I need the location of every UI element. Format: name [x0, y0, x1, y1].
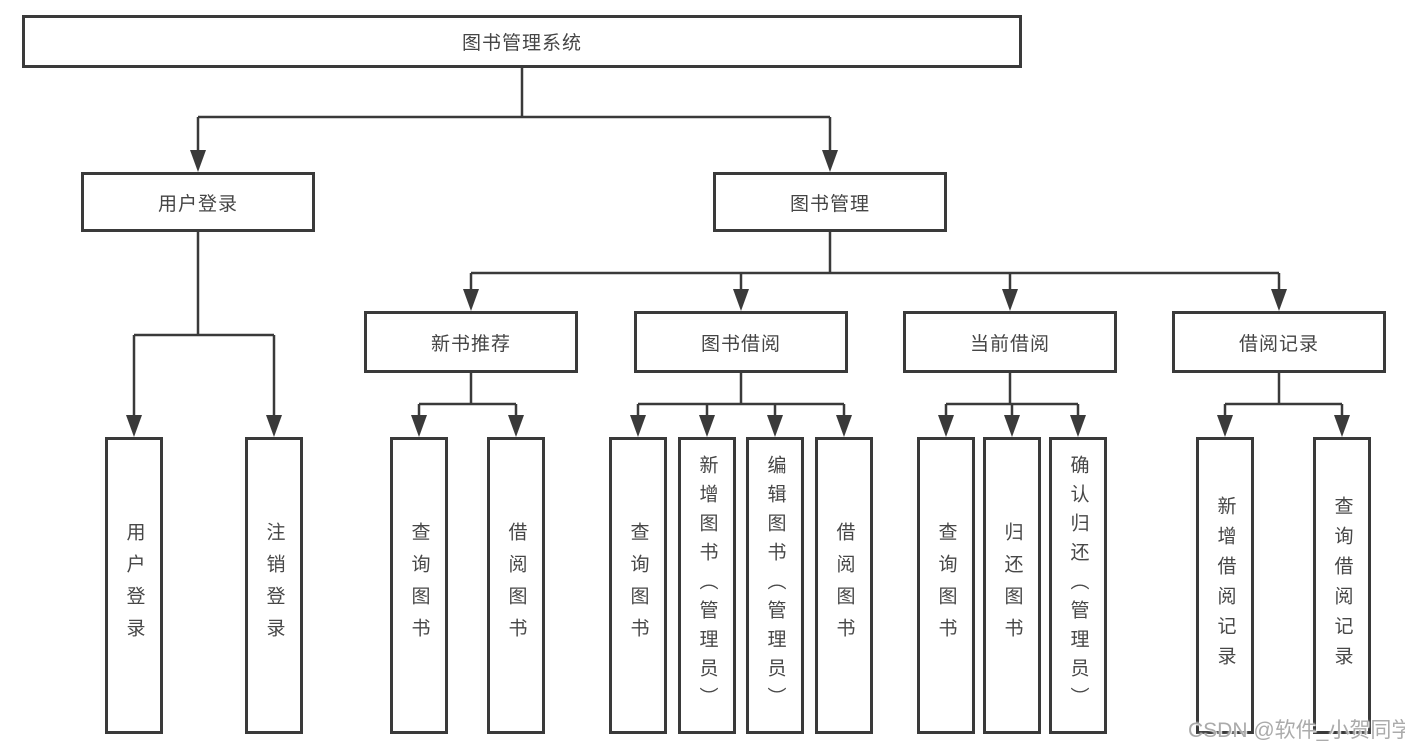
node-label: 注销登录 — [263, 521, 285, 650]
leaf-add-books-admin: 新增图书（管理员） — [678, 437, 736, 734]
leaf-borrow-books-recommend: 借阅图书 — [487, 437, 545, 734]
node-label: 编辑图书（管理员） — [764, 455, 786, 716]
node-label: 确认归还（管理员） — [1067, 455, 1089, 716]
node-label: 当前借阅 — [969, 333, 1050, 355]
leaf-logout: 注销登录 — [245, 437, 303, 734]
leaf-query-books-current: 查询图书 — [917, 437, 975, 734]
node-borrow-records: 借阅记录 — [1172, 311, 1386, 373]
node-book-borrowing: 图书借阅 — [634, 311, 848, 373]
leaf-return-books: 归还图书 — [983, 437, 1041, 734]
node-label: 图书管理系统 — [461, 33, 582, 54]
node-label: 借阅图书 — [505, 521, 527, 650]
leaf-add-borrow-record: 新增借阅记录 — [1196, 437, 1254, 734]
node-label: 图书借阅 — [700, 333, 781, 355]
leaf-query-borrow-record: 查询借阅记录 — [1313, 437, 1371, 734]
node-user-login: 用户登录 — [81, 172, 315, 232]
connector-lines — [132, 66, 1344, 419]
node-label: 借阅记录 — [1238, 333, 1319, 355]
node-label: 图书管理 — [789, 193, 870, 215]
node-label: 查询图书 — [408, 521, 430, 650]
leaf-query-books-recommend: 查询图书 — [390, 437, 448, 734]
node-label: 用户登录 — [123, 521, 145, 650]
node-book-management: 图书管理 — [713, 172, 947, 232]
node-new-book-recommend: 新书推荐 — [364, 311, 578, 373]
leaf-user-login: 用户登录 — [105, 437, 163, 734]
node-label: 查询借阅记录 — [1331, 495, 1353, 676]
node-label: 归还图书 — [1001, 521, 1023, 650]
node-label: 用户登录 — [157, 193, 238, 215]
leaf-query-books-borrowing: 查询图书 — [609, 437, 667, 734]
node-label: 借阅图书 — [833, 521, 855, 650]
node-current-borrowing: 当前借阅 — [903, 311, 1117, 373]
leaf-confirm-return-admin: 确认归还（管理员） — [1049, 437, 1107, 734]
leaf-edit-books-admin: 编辑图书（管理员） — [746, 437, 804, 734]
csdn-watermark: CSDN @软件_小贺同学 — [1188, 719, 1405, 742]
arrowheads — [126, 150, 1350, 437]
node-label: 新增图书（管理员） — [696, 455, 718, 716]
node-label: 新增借阅记录 — [1214, 495, 1236, 676]
leaf-borrow-books: 借阅图书 — [815, 437, 873, 734]
node-label: 新书推荐 — [430, 333, 511, 355]
node-library-management-system: 图书管理系统 — [22, 15, 1022, 68]
node-label: 查询图书 — [627, 521, 649, 650]
node-label: 查询图书 — [935, 521, 957, 650]
